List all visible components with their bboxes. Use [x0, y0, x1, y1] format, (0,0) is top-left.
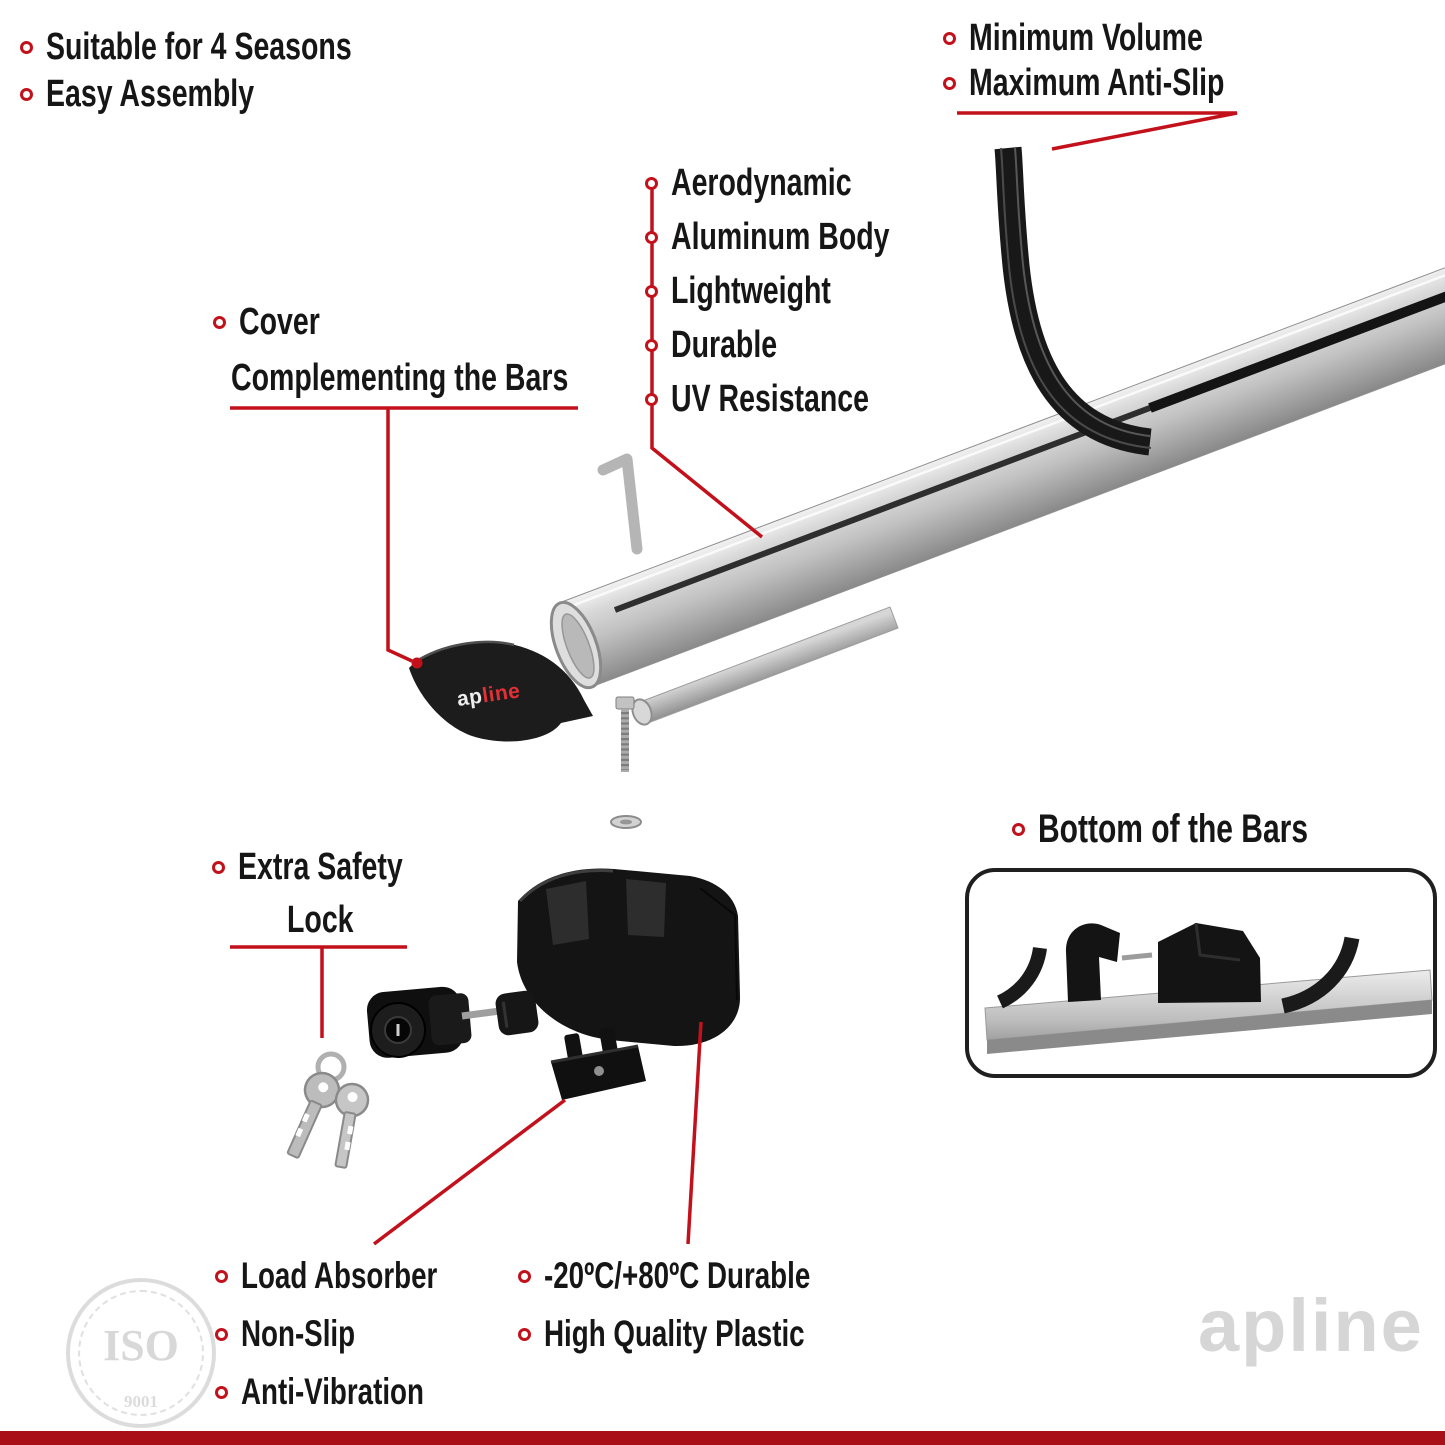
- bottom-view-illustration: [984, 922, 1433, 1054]
- inset-bracket: [1158, 923, 1261, 1003]
- iso-text: ISO: [103, 1321, 179, 1370]
- bolt: [615, 696, 635, 772]
- iso-number: 9001: [124, 1392, 158, 1411]
- rubber-strip: [994, 146, 1152, 456]
- allen-key: [597, 453, 643, 555]
- bottom-view-frame: [965, 868, 1437, 1078]
- inset-hook-clamp: [1065, 923, 1120, 1002]
- cover-brand-logo: apline: [455, 679, 521, 711]
- clamp-part: [550, 1027, 646, 1100]
- iso-outer-ring: [66, 1278, 216, 1428]
- brand-watermark: apline: [1198, 1284, 1424, 1367]
- bottom-accent-strip: [0, 1431, 1445, 1445]
- mounting-bracket: [517, 868, 741, 1047]
- iso-inner-ring: [78, 1290, 204, 1416]
- connector-lines: [230, 111, 1238, 1246]
- iso-watermark: ISO 9001: [66, 1278, 216, 1428]
- inset-rubber-right: [1281, 936, 1360, 1014]
- inset-rubber-left: [996, 946, 1047, 1009]
- safety-lock: [366, 986, 539, 1058]
- washer: [610, 815, 642, 829]
- cover-part: apline: [409, 640, 593, 742]
- bar-lower-rail: [631, 606, 899, 726]
- roof-bar: [549, 267, 1445, 690]
- keys: [286, 1051, 370, 1169]
